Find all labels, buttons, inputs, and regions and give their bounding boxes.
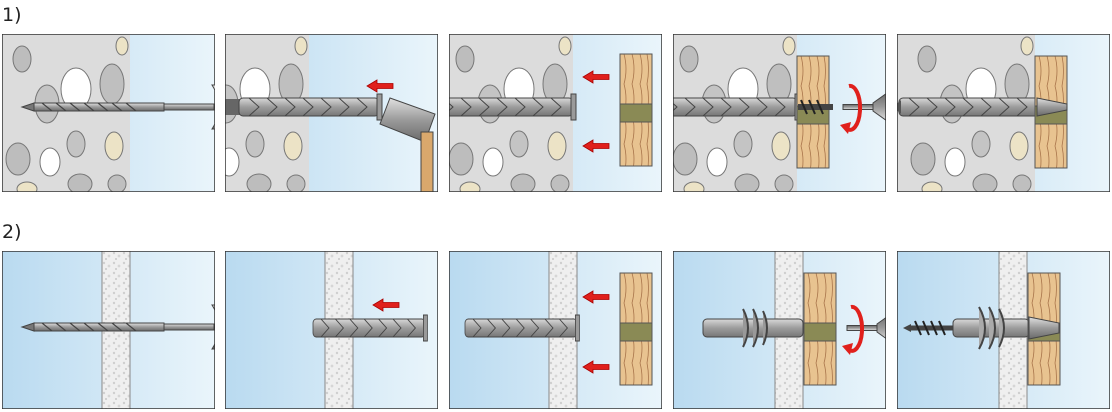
wall-plug-icon <box>673 93 801 121</box>
wall-plug-icon <box>312 314 428 342</box>
hammer-icon <box>379 97 436 192</box>
wood-fixture-icon <box>619 272 653 386</box>
screw-icon <box>1036 97 1068 117</box>
row-1-label: 1) <box>2 4 22 26</box>
step-2-insert-plug-masonry <box>225 34 438 192</box>
wall-plug-icon <box>449 93 577 121</box>
step-4-screw-in-masonry <box>673 34 886 192</box>
row-2-label: 2) <box>2 221 22 243</box>
wood-fixture-icon <box>796 55 830 169</box>
step-3-position-fixture-masonry <box>449 34 662 192</box>
step-1-drill-hole-board <box>2 251 215 409</box>
wall-plug-icon <box>952 306 1030 350</box>
step-5-finished-fixing-board <box>897 251 1110 409</box>
wall-plug-icon <box>464 314 580 342</box>
screw-icon <box>903 320 953 336</box>
step-1-drill-hole-masonry <box>2 34 215 192</box>
wood-fixture-icon <box>803 272 837 386</box>
step-3-position-fixture-board <box>449 251 662 409</box>
wood-fixture-icon <box>619 53 653 167</box>
wall-plug-icon <box>898 93 1043 121</box>
step-4-screw-in-board <box>673 251 886 409</box>
step-5-finished-fixing-masonry <box>897 34 1110 192</box>
wall-plug-icon <box>238 93 383 121</box>
step-2-insert-plug-board <box>225 251 438 409</box>
wall-plug-icon <box>702 308 804 348</box>
screw-icon <box>798 92 886 122</box>
